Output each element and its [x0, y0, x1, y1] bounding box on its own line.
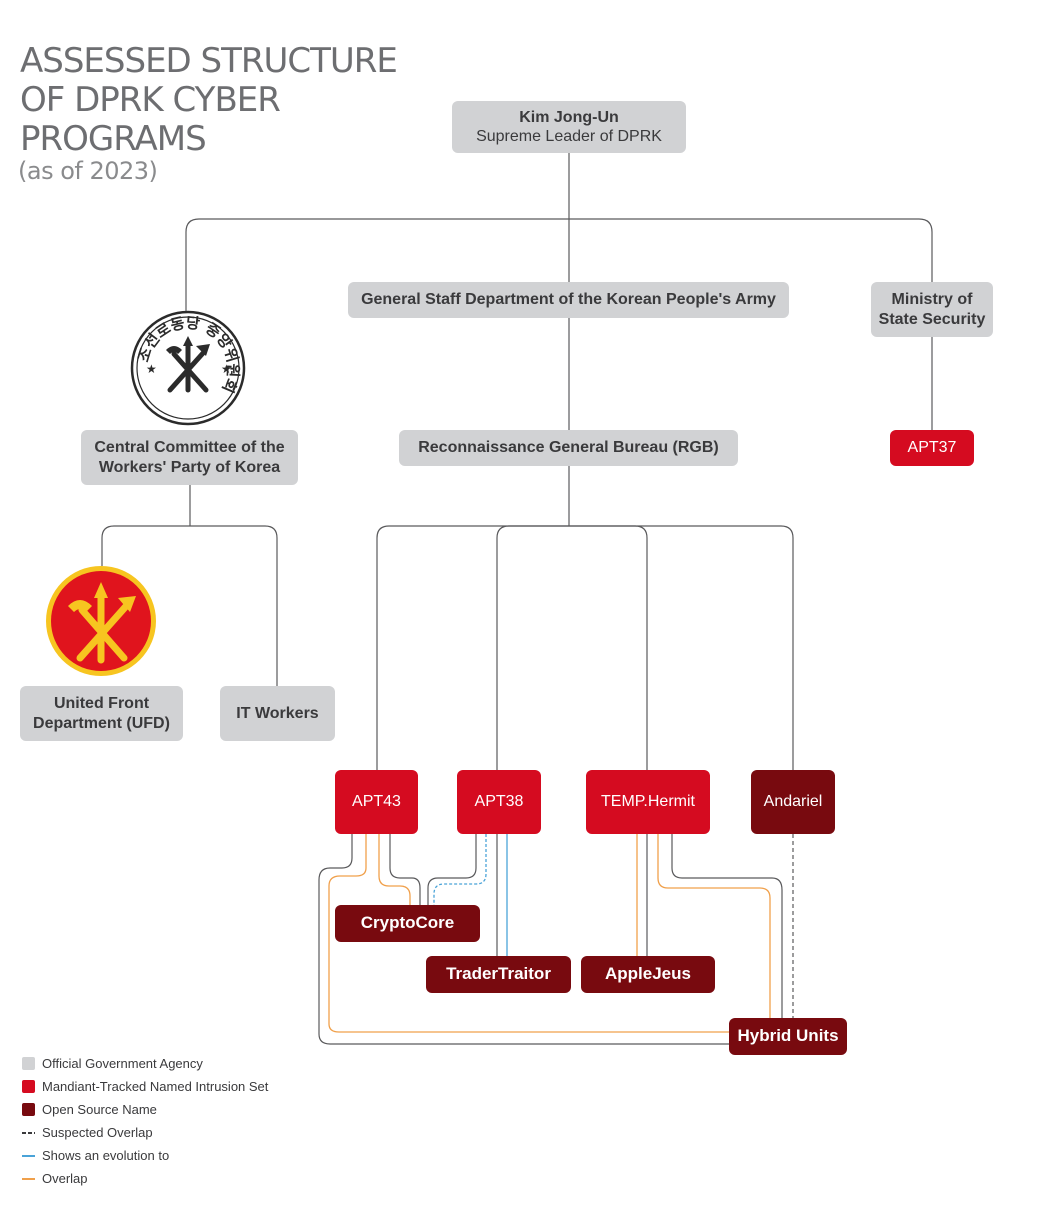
kim-role: Supreme Leader of DPRK [476, 128, 662, 145]
node-andariel: Andariel [751, 770, 835, 834]
temp-label: TEMP.Hermit [601, 793, 695, 811]
mss-line1: Ministry of [891, 291, 973, 309]
overlap-apt43-hybrid [328, 834, 730, 1033]
ufd-line2: Department (UFD) [33, 714, 170, 732]
applejeus-label: AppleJeus [605, 964, 691, 984]
line-apt43-hybrid [318, 834, 730, 1045]
legend-label: Open Source Name [42, 1102, 157, 1117]
legend-swatch-dark [22, 1103, 35, 1116]
cc-line1: Central Committee of the [94, 439, 285, 457]
node-apt37: APT37 [890, 430, 974, 466]
hybrid-label: Hybrid Units [737, 1026, 839, 1046]
legend-item-government: Official Government Agency [22, 1052, 268, 1075]
svg-text:★: ★ [146, 362, 157, 376]
legend-label: Shows an evolution to [42, 1148, 170, 1163]
legend: Official Government Agency Mandiant-Trac… [22, 1052, 268, 1190]
title-line-1: ASSESSED STRUCTURE [20, 41, 398, 81]
legend-item-overlap: Overlap [22, 1167, 268, 1190]
mss-line2: State Security [878, 310, 986, 328]
line-temp-hybrid [671, 834, 783, 1018]
node-reconnaissance-general-bureau: Reconnaissance General Bureau (RGB) [399, 430, 738, 466]
ufd-line1: United Front [53, 695, 150, 713]
apt37-label: APT37 [907, 439, 957, 457]
node-united-front-department: United Front Department (UFD) [20, 686, 183, 741]
line-apt43-cryptocore [389, 834, 421, 905]
node-apt38: APT38 [457, 770, 541, 834]
workers-party-emblem [46, 566, 156, 676]
node-ministry-state-security: Ministry of State Security [871, 282, 993, 337]
legend-label: Official Government Agency [42, 1056, 203, 1071]
legend-item-open-source: Open Source Name [22, 1098, 268, 1121]
line-top-bar [185, 218, 933, 312]
legend-label: Overlap [42, 1171, 88, 1186]
svg-text:★: ★ [221, 362, 232, 376]
cc-line2: Workers' Party of Korea [98, 458, 281, 476]
evolution-apt38-cryptocore [433, 834, 487, 905]
line-apt38-cryptocore [427, 834, 477, 905]
itw-label: IT Workers [236, 704, 319, 722]
node-it-workers: IT Workers [220, 686, 335, 741]
tradertraitor-label: TraderTraitor [446, 964, 551, 984]
cryptocore-label: CryptoCore [360, 913, 455, 933]
title-line-2: OF DPRK CYBER [20, 80, 281, 120]
legend-label: Suspected Overlap [42, 1125, 153, 1140]
diagram-subtitle: (as of 2023) [18, 157, 158, 185]
apt38-label: APT38 [474, 793, 524, 811]
node-cryptocore: CryptoCore [335, 905, 480, 942]
legend-item-mandiant: Mandiant-Tracked Named Intrusion Set [22, 1075, 268, 1098]
node-apt43: APT43 [335, 770, 418, 834]
legend-blue-line [22, 1154, 35, 1158]
kim-name: Kim Jong-Un [519, 108, 619, 126]
legend-dashed-line [22, 1131, 35, 1135]
legend-orange-line [22, 1177, 35, 1181]
node-kim-jong-un: Kim Jong-Un Supreme Leader of DPRK [452, 101, 686, 153]
node-general-staff-department: General Staff Department of the Korean P… [348, 282, 789, 318]
legend-item-evolution: Shows an evolution to [22, 1144, 268, 1167]
legend-item-suspected-overlap: Suspected Overlap [22, 1121, 268, 1144]
legend-swatch-red [22, 1080, 35, 1093]
overlap-apt43-cryptocore [378, 834, 411, 905]
legend-swatch-gray [22, 1057, 35, 1070]
node-central-committee: Central Committee of the Workers' Party … [81, 430, 298, 485]
node-temp-hermit: TEMP.Hermit [586, 770, 710, 834]
gsd-label: General Staff Department of the Korean P… [361, 291, 776, 309]
title-line-3: PROGRAMS [20, 119, 207, 159]
line-rgb-apt43 [376, 525, 794, 770]
line-rgb-apt38 [496, 525, 648, 770]
legend-label: Mandiant-Tracked Named Intrusion Set [42, 1079, 269, 1094]
overlap-temp-hybrid [657, 834, 771, 1018]
apt43-label: APT43 [352, 793, 401, 811]
diagram-title: ASSESSED STRUCTURE OF DPRK CYBER PROGRAM… [20, 41, 398, 159]
node-applejeus: AppleJeus [581, 956, 715, 993]
line-cc-ufd-itw [101, 525, 278, 686]
rgb-label: Reconnaissance General Bureau (RGB) [418, 439, 719, 457]
andariel-label: Andariel [763, 793, 823, 811]
node-tradertraitor: TraderTraitor [426, 956, 571, 993]
node-hybrid-units: Hybrid Units [729, 1018, 847, 1055]
workers-party-seal-emblem: 조선로동당 중앙위원회 ★ ★ [130, 310, 246, 426]
